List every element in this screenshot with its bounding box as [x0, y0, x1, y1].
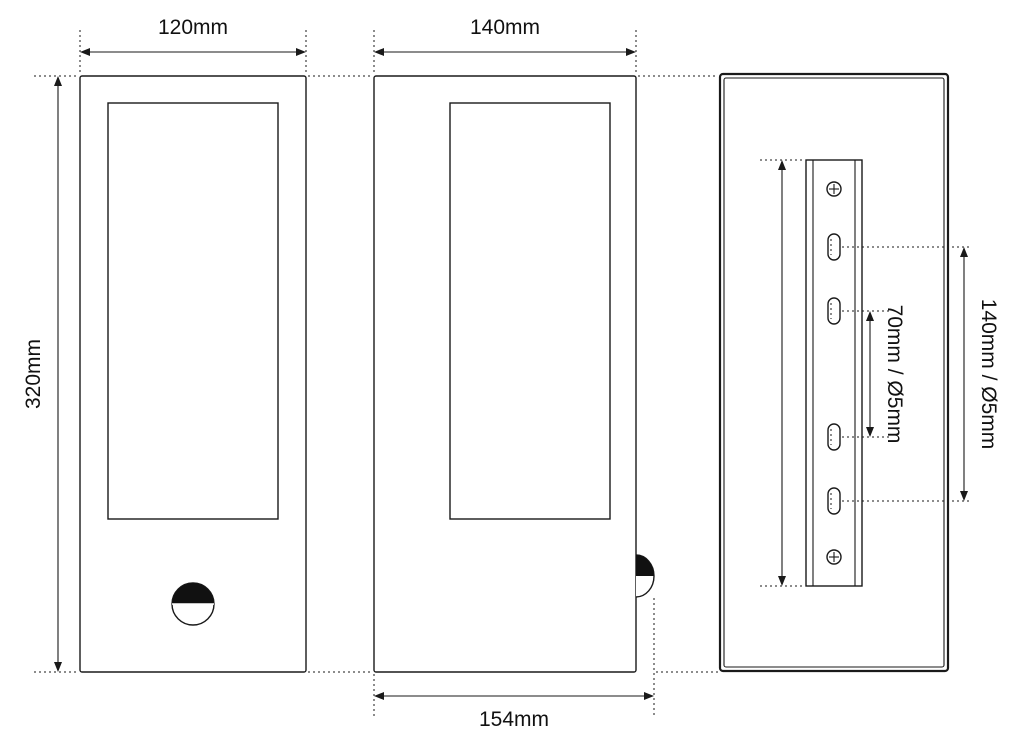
bracket-hole-inner-top [827, 297, 841, 325]
side-motion-sensor [635, 554, 655, 598]
side-glass-panel [449, 102, 611, 520]
side-depth-dimension: 154mm [373, 598, 655, 731]
front-width-label: 120mm [158, 16, 228, 39]
back-view: 70mm / Ø5mm 140mm / Ø5mm [718, 72, 1000, 673]
side-depth-label: 154mm [479, 708, 549, 731]
bracket-length-dimension [760, 159, 804, 587]
bracket-screw-icon [826, 181, 842, 197]
back-housing-outer [718, 72, 950, 673]
inner-holes-label: 70mm / Ø5mm [883, 305, 906, 444]
height-label: 320mm [22, 339, 45, 409]
outer-holes-label: 140mm / Ø5mm [977, 299, 1000, 450]
side-view [373, 75, 655, 673]
side-width-label: 140mm [470, 16, 540, 39]
bracket-hole-inner-bottom [827, 423, 841, 451]
front-view [79, 75, 307, 673]
mounting-bracket [805, 159, 863, 587]
front-width-dimension: 120mm [79, 16, 307, 74]
front-housing [79, 75, 307, 673]
inner-holes-dimension: 70mm / Ø5mm [842, 305, 906, 444]
back-housing-inner [723, 77, 945, 668]
height-dimension: 320mm [22, 75, 78, 673]
front-glass-panel [107, 102, 279, 520]
bracket-hole-outer-bottom [827, 487, 841, 515]
outer-holes-dimension: 140mm / Ø5mm [842, 246, 1000, 502]
bracket-hole-outer-top [827, 233, 841, 261]
front-motion-sensor [171, 582, 215, 626]
bracket-screw-icon [826, 549, 842, 565]
side-housing [373, 75, 637, 673]
side-width-dimension: 140mm [373, 16, 637, 74]
